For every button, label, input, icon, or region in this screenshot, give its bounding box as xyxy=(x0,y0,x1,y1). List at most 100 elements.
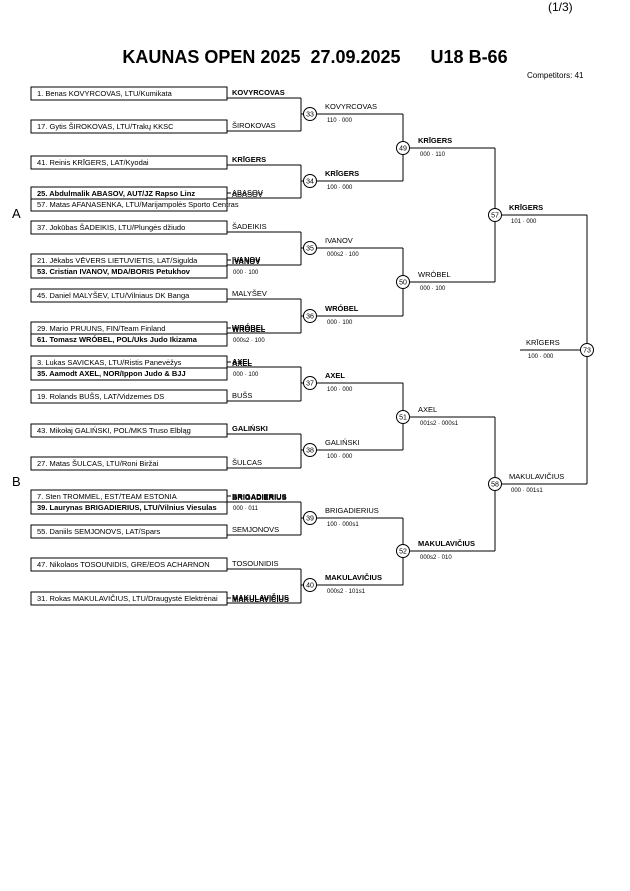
r2-match-number: 38 xyxy=(306,448,314,455)
athlete-name: 55. Daniils SEMJONOVS, LAT/Spars xyxy=(37,527,160,536)
athlete-name: 35. Aamodt AXEL, NOR/Ippon Judo & BJJ xyxy=(37,369,186,378)
r3-score: 000 · 100 xyxy=(420,286,446,292)
r3-winner: AXEL xyxy=(418,405,437,414)
athlete-box-1 xyxy=(30,119,228,134)
r4-match-number: 57 xyxy=(491,213,499,220)
r2-winner: BRIGADIERIUS xyxy=(325,506,379,515)
athlete-name: 19. Rolands BUŠS, LAT/Vidzemes DS xyxy=(37,392,164,401)
prelim-score: 000 · 100 xyxy=(233,270,259,276)
r3-winner: WRÓBEL xyxy=(418,270,451,279)
athlete-box-6 xyxy=(30,288,228,303)
r4-match-number: 58 xyxy=(491,482,499,489)
r2-match-number: 33 xyxy=(306,112,314,119)
r1-name-top: KOVYRCOVAS xyxy=(232,88,285,97)
r1-name-bottom: ŠIROKOVAS xyxy=(232,121,276,130)
r1-name-bottom: IVANOV xyxy=(232,255,260,264)
athlete-box-11 xyxy=(30,456,228,471)
r1-name-bottom: ŠULCAS xyxy=(232,458,262,467)
prelim-winner: IVANOV xyxy=(232,257,260,266)
r1-name-top: BRIGADIERIUS xyxy=(232,492,287,501)
page-number: (1/3) xyxy=(548,0,573,14)
athlete-name: 3. Lukas SAVICKAS, LTU/Ristis Panevėžys xyxy=(37,358,182,367)
athlete-name: 31. Rokas MAKULAVIČIUS, LTU/Draugystė El… xyxy=(37,594,218,603)
r1-name-bottom: BUŠS xyxy=(232,391,252,400)
athlete-name: 7. Sten TROMMEL, EST/TEAM ESTONIA xyxy=(37,492,177,501)
athlete-name: 21. Jēkabs VĒVERS LIETUVIETIS, LAT/Sigul… xyxy=(37,256,198,265)
athlete-name: 1. Benas KOVYRCOVAS, LTU/Kumikata xyxy=(37,89,173,98)
prelim-score: 000 · 011 xyxy=(233,506,259,512)
athlete-name: 27. Matas ŠULCAS, LTU/Roni Biržai xyxy=(37,459,158,468)
r3-winner: KRĪGERS xyxy=(418,136,452,145)
athlete-box-13 xyxy=(30,524,228,539)
r3-score: 001s2 · 000s1 xyxy=(420,421,459,427)
final-match-number: 73 xyxy=(583,348,591,355)
athlete-name: 29. Mario PRUUNS, FIN/Team Finland xyxy=(37,324,165,333)
r3-match-number: 50 xyxy=(399,280,407,287)
r4-score: 000 · 001s1 xyxy=(511,488,543,494)
page-title: KAUNAS OPEN 2025 27.09.2025 U18 B-66 xyxy=(122,47,508,67)
r2-match-number: 34 xyxy=(306,179,314,186)
athlete-name: 17. Gytis ŠIROKOVAS, LTU/Trakų KKSC xyxy=(37,122,174,131)
athlete-name: 47. Nikolaos TOSOUNIDIS, GRE/EOS ACHARNO… xyxy=(37,560,210,569)
r4-winner: KRĪGERS xyxy=(509,203,543,212)
r2-match-number: 35 xyxy=(306,246,314,253)
prelim-score: 000s2 · 100 xyxy=(233,338,265,344)
r2-score: 100 · 000 xyxy=(327,185,353,191)
athlete-name: 43. Mikołaj GALIŃSKI, POL/MKS Truso Elbl… xyxy=(37,426,191,435)
r2-winner: AXEL xyxy=(325,371,345,380)
r2-winner: KRĪGERS xyxy=(325,169,359,178)
r2-score: 100 · 000s1 xyxy=(327,522,359,528)
athlete-name: 39. Laurynas BRIGADIERIUS, LTU/Vilnius V… xyxy=(37,503,217,512)
r2-winner: KOVYRCOVAS xyxy=(325,102,377,111)
athlete-name: 53. Cristian IVANOV, MDA/BORIS Petukhov xyxy=(37,267,191,276)
r3-score: 000 · 110 xyxy=(420,152,446,158)
r3-score: 000s2 · 010 xyxy=(420,555,452,561)
athlete-name: 37. Jokūbas ŠADEIKIS, LTU/Plungės džiudo xyxy=(37,223,185,232)
pool-a-label: A xyxy=(12,206,21,221)
r4-winner: MAKULAVIČIUS xyxy=(509,472,564,481)
athlete-box-2 xyxy=(30,155,228,170)
r1-name-bottom: SEMJONOVS xyxy=(232,525,279,534)
r2-score: 000 · 100 xyxy=(327,320,353,326)
athlete-name: 61. Tomasz WRÓBEL, POL/Uks Judo Ikizama xyxy=(37,335,198,344)
r1-name-bottom: WRÓBEL xyxy=(232,323,266,332)
prelim-winner: AXEL xyxy=(232,359,252,368)
athlete-name: 25. Abdulmalik ABASOV, AUT/JZ Rapso Linz xyxy=(37,189,195,198)
athlete-box-0 xyxy=(30,86,228,101)
athlete-box-4 xyxy=(30,220,228,235)
final-match-circle xyxy=(580,343,594,357)
r1-name-bottom: MAKULAVIČIUS xyxy=(232,593,289,602)
athlete-box-14 xyxy=(30,557,228,572)
athlete-name: 57. Matas AFANASENKA, LTU/Marijampolės S… xyxy=(37,200,239,209)
r1-name-bottom: ABASOV xyxy=(232,188,263,197)
r1-name-top: ŠADEIKIS xyxy=(232,222,267,231)
final-score: 100 · 000 xyxy=(528,354,554,360)
athlete-name: 45. Daniel MALYŠEV, LTU/Vilniaus DK Bang… xyxy=(37,291,190,300)
r1-name-top: TOSOUNIDIS xyxy=(232,559,279,568)
r2-match-number: 40 xyxy=(306,583,314,590)
r2-score: 000s2 · 100 xyxy=(327,252,359,258)
r1-name-top: AXEL xyxy=(232,357,252,366)
final-winner: KRĪGERS xyxy=(526,338,560,347)
prelim-winner: ABASOV xyxy=(232,190,263,199)
r2-winner: GALIŃSKI xyxy=(325,438,360,447)
r2-match-number: 39 xyxy=(306,516,314,523)
athlete-name: 41. Reinis KRĪGERS, LAT/Kyodai xyxy=(37,158,149,167)
prelim-score: 000 · 100 xyxy=(233,372,259,378)
r2-match-number: 36 xyxy=(306,314,314,321)
r2-winner: MAKULAVIČIUS xyxy=(325,573,382,582)
r2-score: 110 · 000 xyxy=(327,118,353,124)
r3-match-number: 49 xyxy=(399,146,407,153)
pool-b-label: B xyxy=(12,474,21,489)
athlete-box-10 xyxy=(30,423,228,438)
r4-score: 101 · 000 xyxy=(511,219,537,225)
competitors-count: Competitors: 41 xyxy=(527,71,584,80)
prelim-winner: MAKULAVIČIUS xyxy=(232,595,289,604)
r2-winner: IVANOV xyxy=(325,236,353,245)
r1-name-top: MALYŠEV xyxy=(232,289,267,298)
r3-match-number: 51 xyxy=(399,415,407,422)
prelim-winner: WRÓBEL xyxy=(232,325,266,334)
athlete-box-9 xyxy=(30,389,228,404)
r2-score: 000s2 · 101s1 xyxy=(327,589,366,595)
